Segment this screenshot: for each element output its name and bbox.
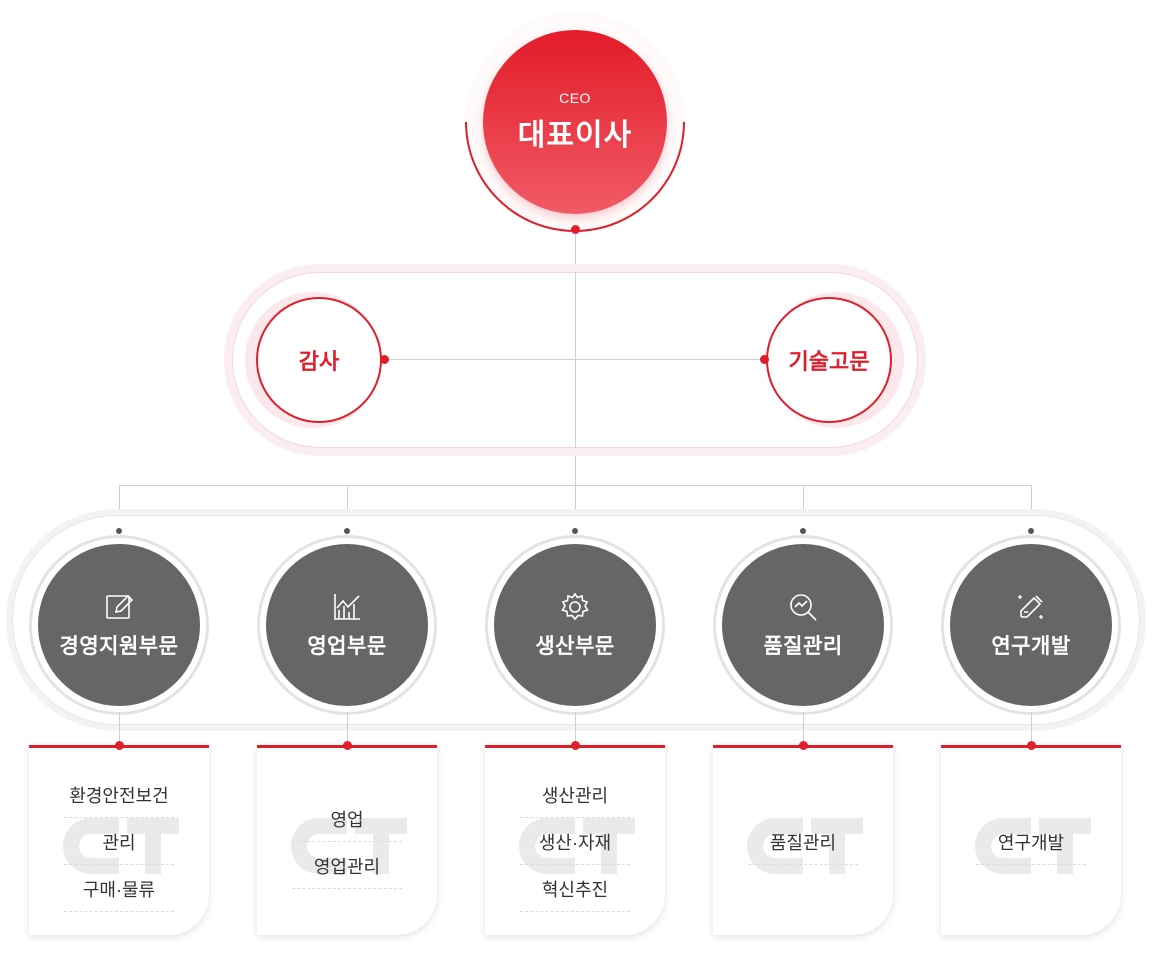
card-item: 연구개발 — [976, 818, 1086, 865]
card-item: 영업 — [292, 795, 402, 842]
dept-label: 생산부문 — [535, 635, 615, 658]
sub-unit-card: 환경안전보건 관리 구매·물류 — [29, 745, 209, 935]
dept-connector-dot — [1028, 528, 1034, 534]
card-item: 품질관리 — [748, 818, 858, 865]
edit-icon — [106, 594, 134, 619]
card-connector-dot — [343, 741, 352, 750]
card-item-list: 생산관리 생산·자재 혁신추진 — [485, 748, 665, 935]
ceo-node: CEO 대표이사 — [483, 30, 667, 214]
pipette-icon — [1018, 595, 1043, 619]
dept-label: 품질관리 — [763, 635, 843, 658]
dept-sales: 영업부문 — [266, 544, 428, 706]
watermark-logo — [747, 818, 863, 874]
dept-drop-line — [803, 485, 804, 530]
dept-production: 생산부문 — [494, 544, 656, 706]
card-drop-line — [119, 712, 120, 746]
card-connector-dot — [571, 741, 580, 750]
card-item: 생산관리 — [520, 771, 630, 818]
card-drop-line — [1031, 712, 1032, 746]
audit-node: 감사 — [256, 297, 382, 423]
dept-drop-line — [119, 485, 120, 530]
dept-drop-line — [1031, 485, 1032, 530]
dept-connector-dot — [344, 528, 350, 534]
ceo-korean-label: 대표이사 — [517, 119, 633, 152]
card-item-list: 환경안전보건 관리 구매·물류 — [29, 748, 209, 935]
card-item-list: 영업 영업관리 — [257, 748, 437, 935]
dept-label: 경영지원부문 — [59, 635, 179, 658]
sub-unit-card: 생산관리 생산·자재 혁신추진 — [485, 745, 665, 935]
tech-advisor-label: 기술고문 — [788, 349, 870, 374]
audit-connector-dot — [380, 355, 389, 364]
dept-connector-dot — [800, 528, 806, 534]
card-item-list: 연구개발 — [941, 748, 1121, 935]
ceo-connector-line-front — [575, 272, 576, 448]
department-connector-line — [119, 485, 1032, 486]
watermark-logo — [519, 818, 635, 874]
sub-unit-card: 품질관리 — [713, 745, 893, 935]
card-item-list: 품질관리 — [713, 748, 893, 935]
watermark-logo — [291, 818, 407, 874]
dept-quality-control: 품질관리 — [722, 544, 884, 706]
tech-advisor-connector-dot — [760, 355, 769, 364]
card-item: 환경안전보건 — [64, 771, 174, 818]
gear-icon — [561, 592, 589, 621]
dept-connector-dot — [116, 528, 122, 534]
tech-advisor-node: 기술고문 — [766, 297, 892, 423]
card-drop-line — [347, 712, 348, 746]
dept-drop-line — [347, 485, 348, 530]
sub-unit-card: 연구개발 — [941, 745, 1121, 935]
card-item: 생산·자재 — [520, 818, 630, 865]
card-connector-dot — [115, 741, 124, 750]
dept-label: 연구개발 — [991, 635, 1071, 658]
card-drop-line — [803, 712, 804, 746]
dept-management-support: 경영지원부문 — [38, 544, 200, 706]
chart-icon — [334, 594, 360, 620]
card-item: 관리 — [64, 818, 174, 865]
watermark-logo — [975, 818, 1091, 874]
card-drop-line — [575, 712, 576, 746]
magnifier-chart-icon — [790, 594, 817, 621]
ceo-connector-dot — [571, 225, 580, 234]
card-connector-dot — [799, 741, 808, 750]
card-connector-dot — [1027, 741, 1036, 750]
dept-label: 영업부문 — [307, 635, 387, 658]
card-item: 혁신추진 — [520, 865, 630, 912]
dept-research-development: 연구개발 — [950, 544, 1112, 706]
ceo-english-label: CEO — [559, 90, 591, 106]
watermark-logo — [63, 818, 179, 874]
sub-unit-card: 영업 영업관리 — [257, 745, 437, 935]
card-item: 영업관리 — [292, 842, 402, 889]
dept-connector-dot — [572, 528, 578, 534]
card-item: 구매·물류 — [64, 865, 174, 912]
audit-label: 감사 — [298, 349, 340, 374]
